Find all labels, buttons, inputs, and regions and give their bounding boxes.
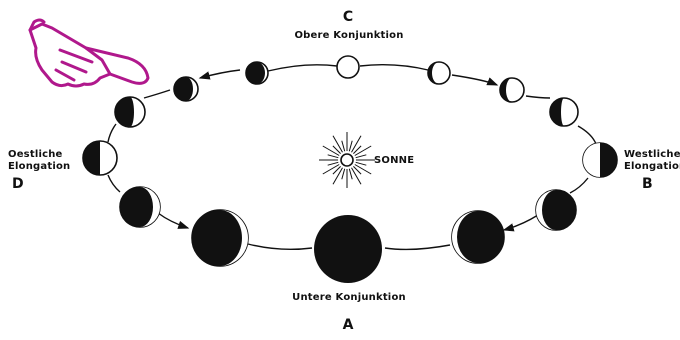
venus-phase-half: [583, 143, 617, 177]
sun-ray: [356, 155, 367, 158]
venus-phase-gibbous: [428, 62, 450, 84]
venus-phase-gibbous: [115, 97, 145, 127]
sun-ray: [342, 141, 345, 152]
pointing-hand-icon: [30, 20, 148, 86]
sun-icon: [319, 132, 375, 188]
venus-phase-gibbous: [246, 62, 268, 84]
label-c-letter: C: [343, 10, 353, 24]
orbit-arc: [108, 175, 120, 192]
sun-ray: [349, 141, 352, 152]
sun-ray: [323, 165, 339, 175]
sun-ray: [323, 146, 339, 156]
label-elongation-west: Elongation: [624, 162, 680, 172]
orbit-arc: [504, 215, 538, 230]
orbit-arc: [452, 75, 497, 85]
sun-ray: [355, 165, 371, 175]
sun-ray: [352, 168, 362, 184]
label-elongation-east: Elongation: [8, 162, 70, 172]
orbit-arc: [578, 126, 596, 144]
orbit-arc: [248, 244, 312, 249]
label-a-letter: A: [343, 318, 354, 332]
orbit-arc: [158, 213, 188, 228]
orbit-arc: [200, 70, 240, 78]
venus-phase-new: [314, 215, 382, 283]
sun-ray: [328, 162, 339, 165]
sun-ray: [352, 136, 362, 152]
orbit-arc: [268, 65, 337, 71]
venus-phase-gibbous: [550, 98, 578, 126]
label-d-letter: D: [12, 177, 24, 191]
venus-phase-crescent: [120, 187, 160, 227]
sun-ray: [342, 169, 345, 180]
label-obere-konjunktion: Obere Konjunktion: [294, 31, 403, 41]
venus-phase-gibbous: [174, 77, 198, 101]
label-b-letter: B: [642, 177, 653, 191]
sun-ray: [349, 169, 352, 180]
sun-ray: [356, 162, 367, 165]
venus-phase-gibbous: [500, 78, 524, 102]
venus-phase-crescent: [452, 211, 504, 263]
label-westliche: Westliche: [624, 150, 680, 160]
orbit-arc: [360, 65, 428, 70]
orbit-arc: [385, 245, 450, 249]
sun-ray: [333, 168, 343, 184]
label-sonne: SONNE: [374, 156, 414, 166]
label-untere-konjunktion: Untere Konjunktion: [292, 293, 406, 303]
venus-phase-crescent: [536, 190, 576, 230]
sun-ray: [333, 136, 343, 152]
venus-phase-crescent: [192, 210, 248, 266]
orbit-arc: [144, 90, 170, 98]
orbit-arc: [570, 178, 588, 193]
sun-ray: [328, 155, 339, 158]
venus-phase-half: [83, 141, 117, 175]
orbit-arc: [526, 96, 550, 98]
orbit-arc: [108, 124, 116, 142]
label-oestliche: Oestliche: [8, 150, 63, 160]
venus-phase-full: [337, 56, 359, 78]
sun-ray: [355, 146, 371, 156]
